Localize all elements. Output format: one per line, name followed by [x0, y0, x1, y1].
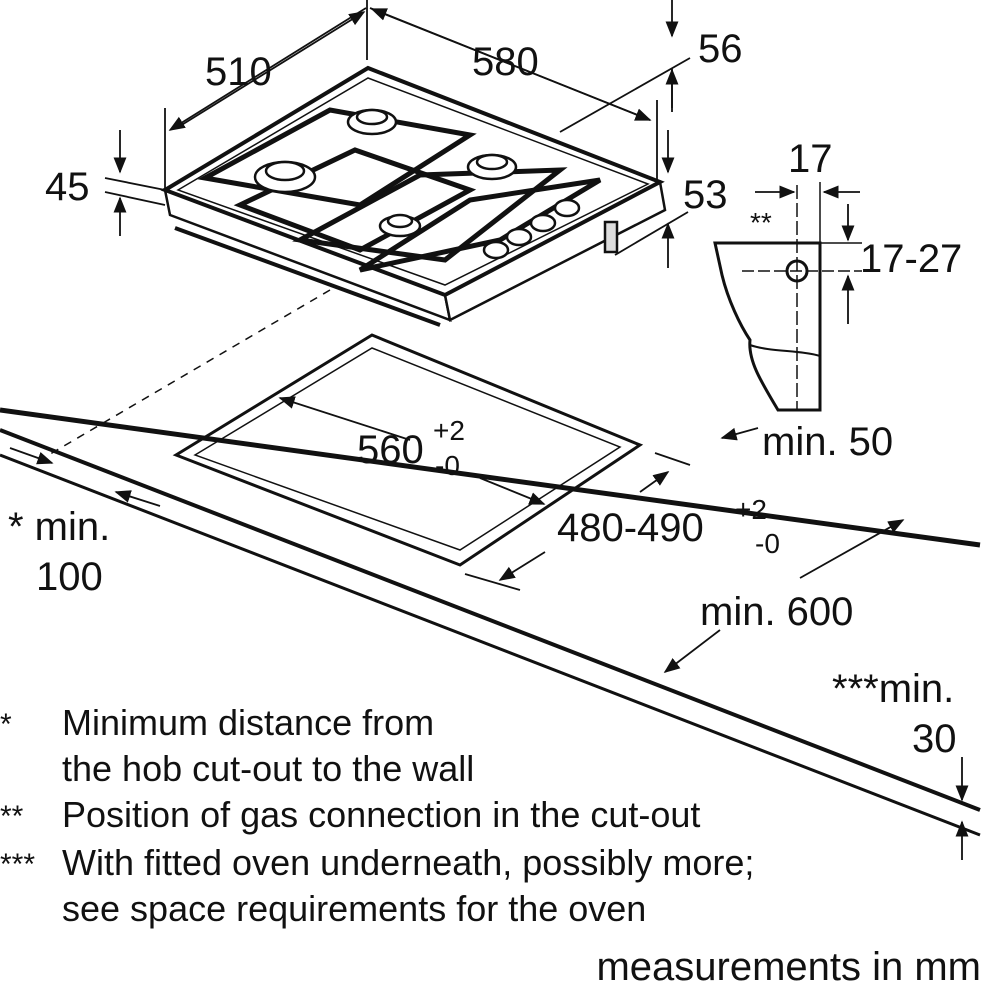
legend: * Minimum distance from the hob cut-out … [0, 700, 987, 932]
dimension-labels: 510 580 56 45 53 17 ** 17-27 560 +2 -0 4… [8, 27, 962, 761]
dim-top-depth: 56 [698, 27, 743, 71]
dim-cutout-depth-tol-plus: +2 [735, 494, 767, 525]
legend-item: *** With fitted oven underneath, possibl… [0, 840, 987, 932]
dim-cutout-width-tol-minus: -0 [435, 450, 460, 481]
dim-front-min: min. 600 [700, 590, 853, 634]
legend-text: see space requirements for the oven [62, 888, 647, 929]
legend-text: With fitted oven underneath, possibly mo… [62, 842, 755, 883]
worktop-drawing [0, 289, 981, 837]
dim-gas-height: 17-27 [860, 237, 962, 281]
dim-hob-height: 45 [45, 165, 90, 209]
gas-connection-detail [713, 182, 862, 412]
legend-mark: *** [0, 848, 36, 881]
dim-cutout-depth-tol-minus: -0 [755, 528, 780, 559]
dim-wall-min-label: * min. [8, 505, 110, 549]
dim-side-height: 53 [683, 173, 728, 217]
units-note: measurements in mm [596, 945, 981, 989]
dim-cutout-width: 560 [357, 428, 424, 472]
legend-mark: ** [0, 800, 24, 833]
legend-text: the hob cut-out to the wall [62, 748, 475, 789]
legend-item: * Minimum distance from the hob cut-out … [0, 700, 987, 792]
dim-gas-offset: 17 [788, 137, 833, 181]
dim-cutout-depth: 480-490 [557, 506, 704, 550]
legend-text: Minimum distance from [62, 702, 435, 743]
legend-mark: * [0, 708, 12, 741]
dim-wall-min-value: 100 [36, 555, 103, 599]
dim-oven-min-label: ***min. [832, 667, 954, 711]
legend-text: Position of gas connection in the cut-ou… [62, 794, 701, 835]
dim-hob-depth: 580 [472, 40, 539, 84]
dim-hob-width: 510 [205, 50, 272, 94]
dim-oven-min-value: 30 [912, 717, 957, 761]
dim-cutout-width-tol-plus: +2 [433, 415, 465, 446]
hob-drawing [160, 65, 667, 327]
gas-marker: ** [750, 207, 772, 238]
legend-item: ** Position of gas connection in the cut… [0, 792, 987, 840]
dim-rear-min: min. 50 [762, 420, 893, 464]
dimension-lines [9, 0, 969, 860]
